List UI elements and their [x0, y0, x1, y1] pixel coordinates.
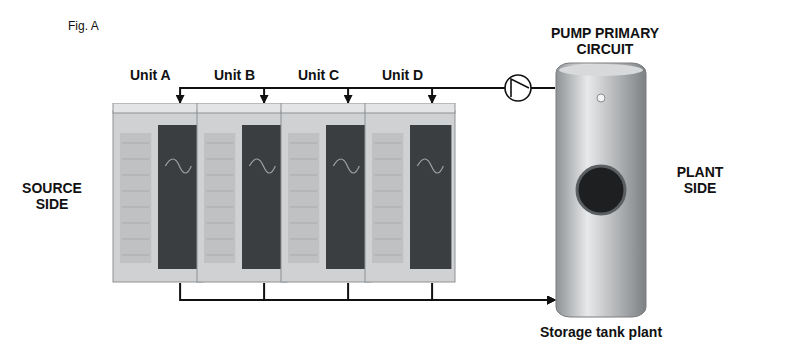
storage-tank — [555, 62, 647, 318]
heat-pump-unit: Unit B — [196, 103, 288, 283]
side-label: PUMP PRIMARY CIRCUIT — [540, 25, 670, 57]
unit-label: Unit D — [382, 67, 423, 83]
tank-label: Storage tank plant — [536, 324, 666, 340]
side-label: SOURCE SIDE — [8, 180, 96, 212]
heat-pump-unit — [280, 103, 372, 283]
pipe-connector — [348, 283, 555, 300]
unit-label: Unit A — [130, 67, 171, 83]
pipe-connector — [180, 283, 555, 300]
figure-label: Fig. A — [68, 18, 128, 34]
heat-pump-unit: Unit A — [112, 103, 204, 283]
heat-pump-unit: Unit C — [280, 103, 372, 283]
storage-tank: Storage tank plant — [555, 62, 647, 318]
pipe-connector — [264, 283, 555, 300]
heat-pump-unit — [196, 103, 288, 283]
pump-symbol — [505, 75, 531, 101]
heat-pump-unit — [112, 103, 204, 283]
pipe-connector — [180, 88, 555, 103]
pipe-connector — [432, 283, 555, 300]
unit-label: Unit C — [298, 67, 339, 83]
unit-label: Unit B — [214, 67, 255, 83]
side-label: PLANT SIDE — [660, 164, 740, 196]
heat-pump-unit: Unit D — [364, 103, 456, 283]
heat-pump-unit — [364, 103, 456, 283]
pipe-connector — [432, 88, 555, 103]
